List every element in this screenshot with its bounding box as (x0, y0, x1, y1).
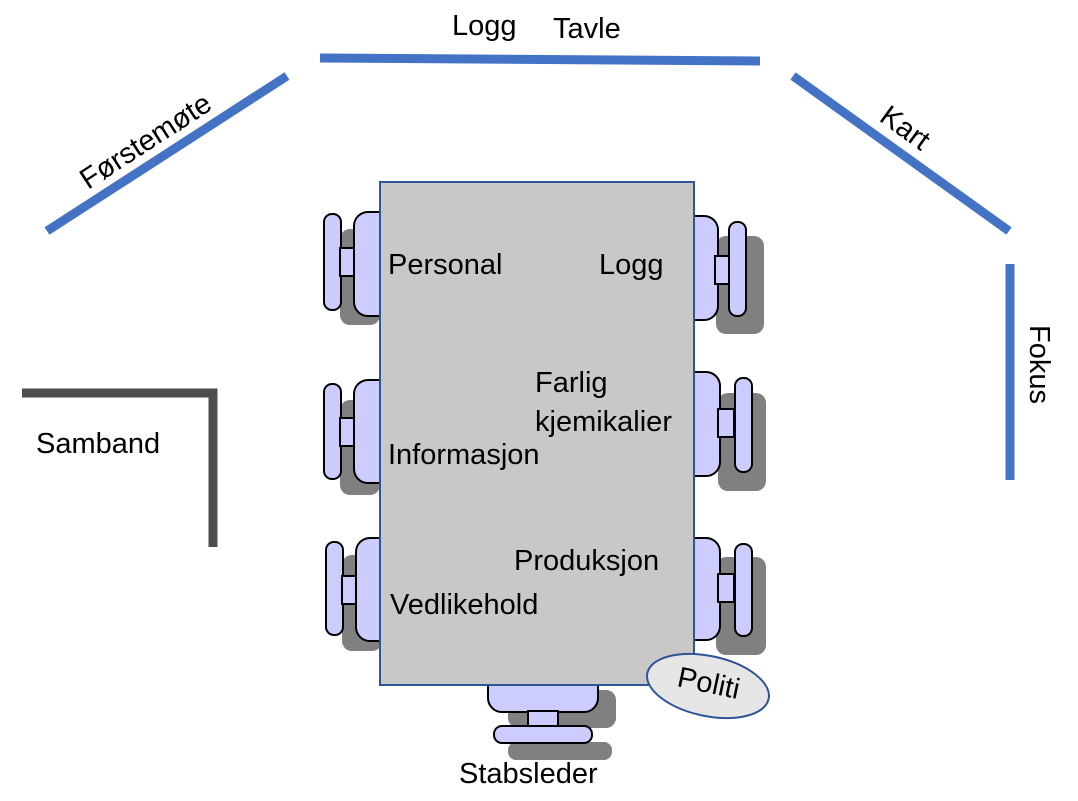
wall-upper-left (44, 72, 290, 235)
label-tavle: Tavle (553, 13, 621, 45)
politi-marker (646, 652, 770, 720)
label-fokus: Fokus (1023, 325, 1055, 404)
label-logg-top: Logg (452, 10, 517, 42)
label-stabsleder: Stabsleder (459, 758, 598, 790)
wall-top (319, 53, 761, 66)
wall-corner-left (22, 388, 218, 547)
label-kjemikalier: kjemikalier (535, 406, 672, 438)
label-informasjon: Informasjon (388, 439, 540, 471)
label-vedlikehold: Vedlikehold (390, 589, 538, 621)
label-samband: Samband (36, 428, 160, 460)
label-personal: Personal (388, 249, 502, 281)
wall-upper-right (790, 72, 1012, 235)
label-farlig: Farlig (535, 367, 608, 399)
conference-table (379, 181, 695, 686)
chair-right-1 (679, 215, 764, 334)
label-logg-table: Logg (599, 249, 664, 281)
label-kart: Kart (874, 100, 936, 157)
label-produksjon: Produksjon (514, 545, 659, 577)
label-forstemote: Førstemøte (74, 87, 217, 195)
